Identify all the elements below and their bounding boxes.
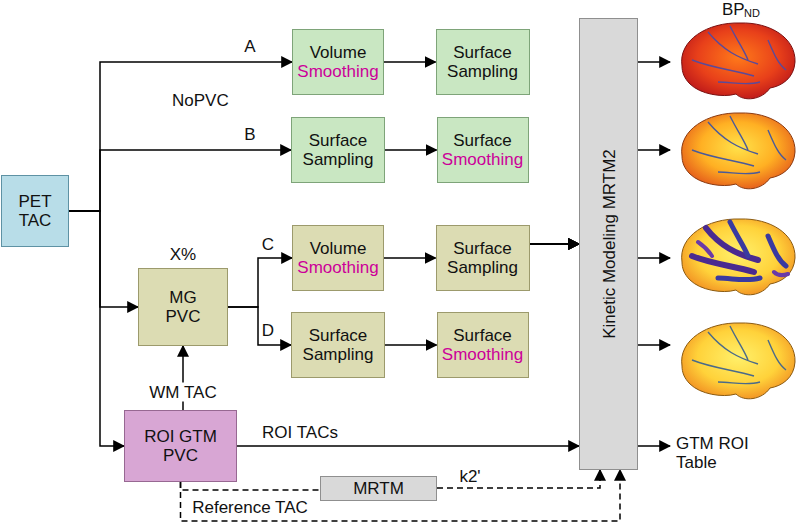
arrow-connector [69,211,138,307]
brain-map [682,323,795,399]
arrow-connector [384,257,436,259]
node-text: ROI GTM PVC [141,427,221,465]
arrow-connector [385,149,437,151]
node-heading: X% [139,245,227,264]
arrow-connector [384,61,436,63]
process-box: Surface Sampling [291,312,385,378]
process-box: SurfaceSmoothing [437,312,529,378]
node-text: MG PVC [153,288,213,326]
arrow-connector [529,243,580,245]
node-text: Volume [310,43,367,62]
arrow-connector [69,211,124,446]
edge-label: B [242,125,257,144]
brain-map [682,23,795,99]
process-box: SurfaceSmoothing [437,117,529,183]
node-text: Surface Sampling [441,239,525,277]
arrow-connector [529,243,580,245]
process-box: Surface Sampling [436,29,530,95]
node-text: Surface Sampling [296,326,380,364]
process-box: VolumeSmoothing [292,29,384,95]
brain-map [682,219,795,295]
input-box: PET TAC [1,175,69,247]
dashed-connector [181,482,321,490]
node-text: Surface Sampling [441,43,525,81]
output-label: GTM ROI Table [676,434,761,472]
node-text: Surface [453,326,512,345]
process-box: X%MG PVC [138,268,228,346]
edge-label: WM TAC [147,383,218,402]
output-label: BP [722,0,745,19]
brain-map [682,113,795,189]
node-text: Kinetic Modeling MRTM2 [599,149,618,339]
node-text: Surface [453,131,512,150]
dashed-connector [181,470,621,521]
modeling-box: Kinetic Modeling MRTM2 [579,18,638,470]
process-box: Surface Sampling [291,117,385,183]
arrow-connector [530,243,580,245]
node-text: Volume [310,239,367,258]
node-text: Surface Sampling [296,131,380,169]
node-text: Smoothing [297,258,378,277]
arrow-connector [237,445,579,447]
edge-label: Reference TAC [190,498,310,517]
edge-label: k2' [457,467,482,486]
arrow-connector [69,150,291,211]
node-text: PET TAC [9,192,61,230]
edge-label: ROI TACs [260,423,340,442]
arrow-connector [530,243,580,245]
arrow-connector [69,62,292,211]
node-text: MRTM [353,479,404,498]
node-text: Smoothing [442,345,523,364]
process-box: Surface Sampling [436,225,530,291]
process-box: ROI GTM PVC [124,410,237,482]
edge-label: A [242,37,257,56]
edge-label: C [260,235,276,254]
node-text: Smoothing [442,150,523,169]
arrow-connector [228,258,292,307]
arrow-connector [385,344,437,346]
process-box: VolumeSmoothing [292,225,384,291]
output-arrows [638,62,670,446]
process-box: MRTM [320,476,437,501]
output-subscript: ND [744,7,760,20]
node-text: Smoothing [297,62,378,81]
group-label: NoPVC [172,91,229,110]
edge-label: D [260,321,276,340]
arrow-connector [228,307,291,345]
